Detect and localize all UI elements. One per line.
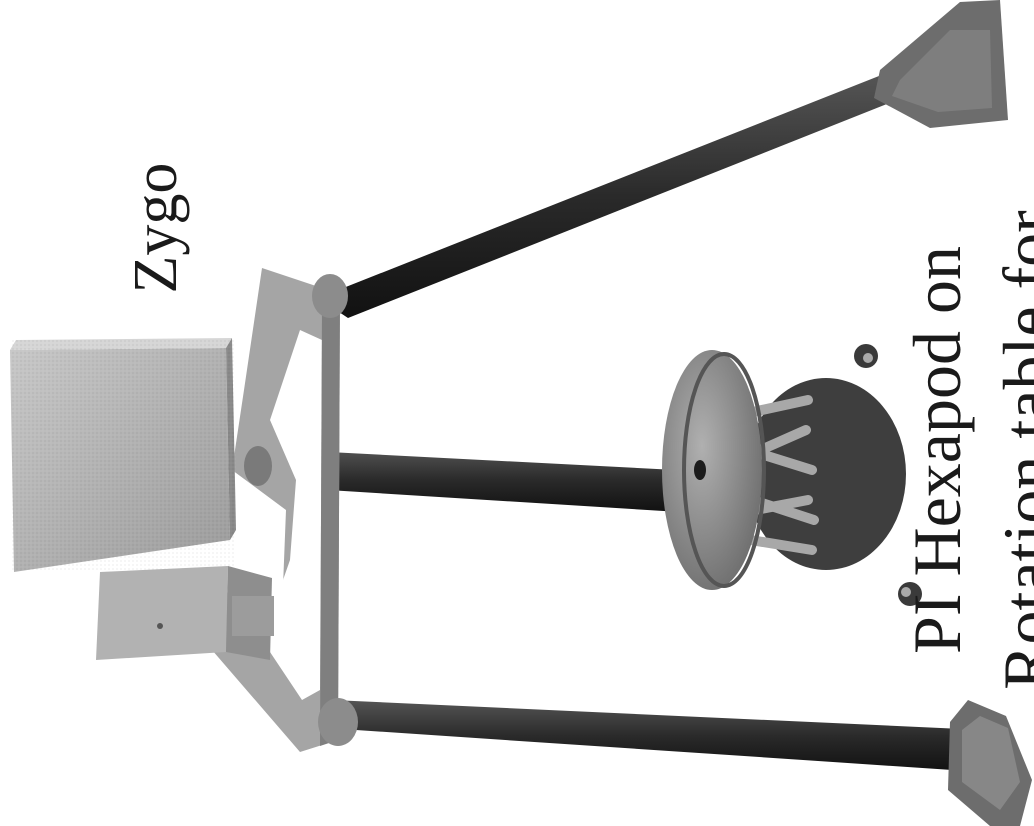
mount-block xyxy=(96,566,274,660)
hexapod-assembly xyxy=(662,344,922,606)
zygo-box-texture xyxy=(10,340,236,572)
foot-pad-upper-shade xyxy=(892,30,992,112)
zygo-label: Zygo xyxy=(122,163,190,294)
frame-edge-shade xyxy=(320,294,340,746)
tripod-feet xyxy=(874,0,1032,826)
hexapod-top-plate xyxy=(662,350,762,590)
tripod-leg-middle xyxy=(252,448,680,512)
hexapod-top-plate-rim xyxy=(682,352,766,588)
zygo-box xyxy=(10,338,236,572)
frame-joint-upper xyxy=(312,274,348,318)
mount-block-front xyxy=(96,566,228,660)
mount-block-bracket xyxy=(232,596,274,636)
frame-inner-cutout xyxy=(262,330,322,700)
hexapod-base-plate xyxy=(746,378,906,570)
tripod-legs xyxy=(252,74,984,772)
mount-block-screw xyxy=(157,623,163,629)
hexapod-label-line2: Rotation table for xyxy=(989,210,1034,690)
frame-joint-middle xyxy=(244,446,272,486)
foot-pad-lower-shade xyxy=(962,716,1020,810)
tripod-leg-lower xyxy=(332,700,984,772)
hexapod-label-line1: PI Hexapod on xyxy=(899,246,975,654)
hexapod-base-lugs xyxy=(854,344,922,606)
frame-joint-lower xyxy=(318,698,358,746)
hexapod-center-hole xyxy=(694,460,706,480)
tripod-leg-upper xyxy=(318,74,902,318)
